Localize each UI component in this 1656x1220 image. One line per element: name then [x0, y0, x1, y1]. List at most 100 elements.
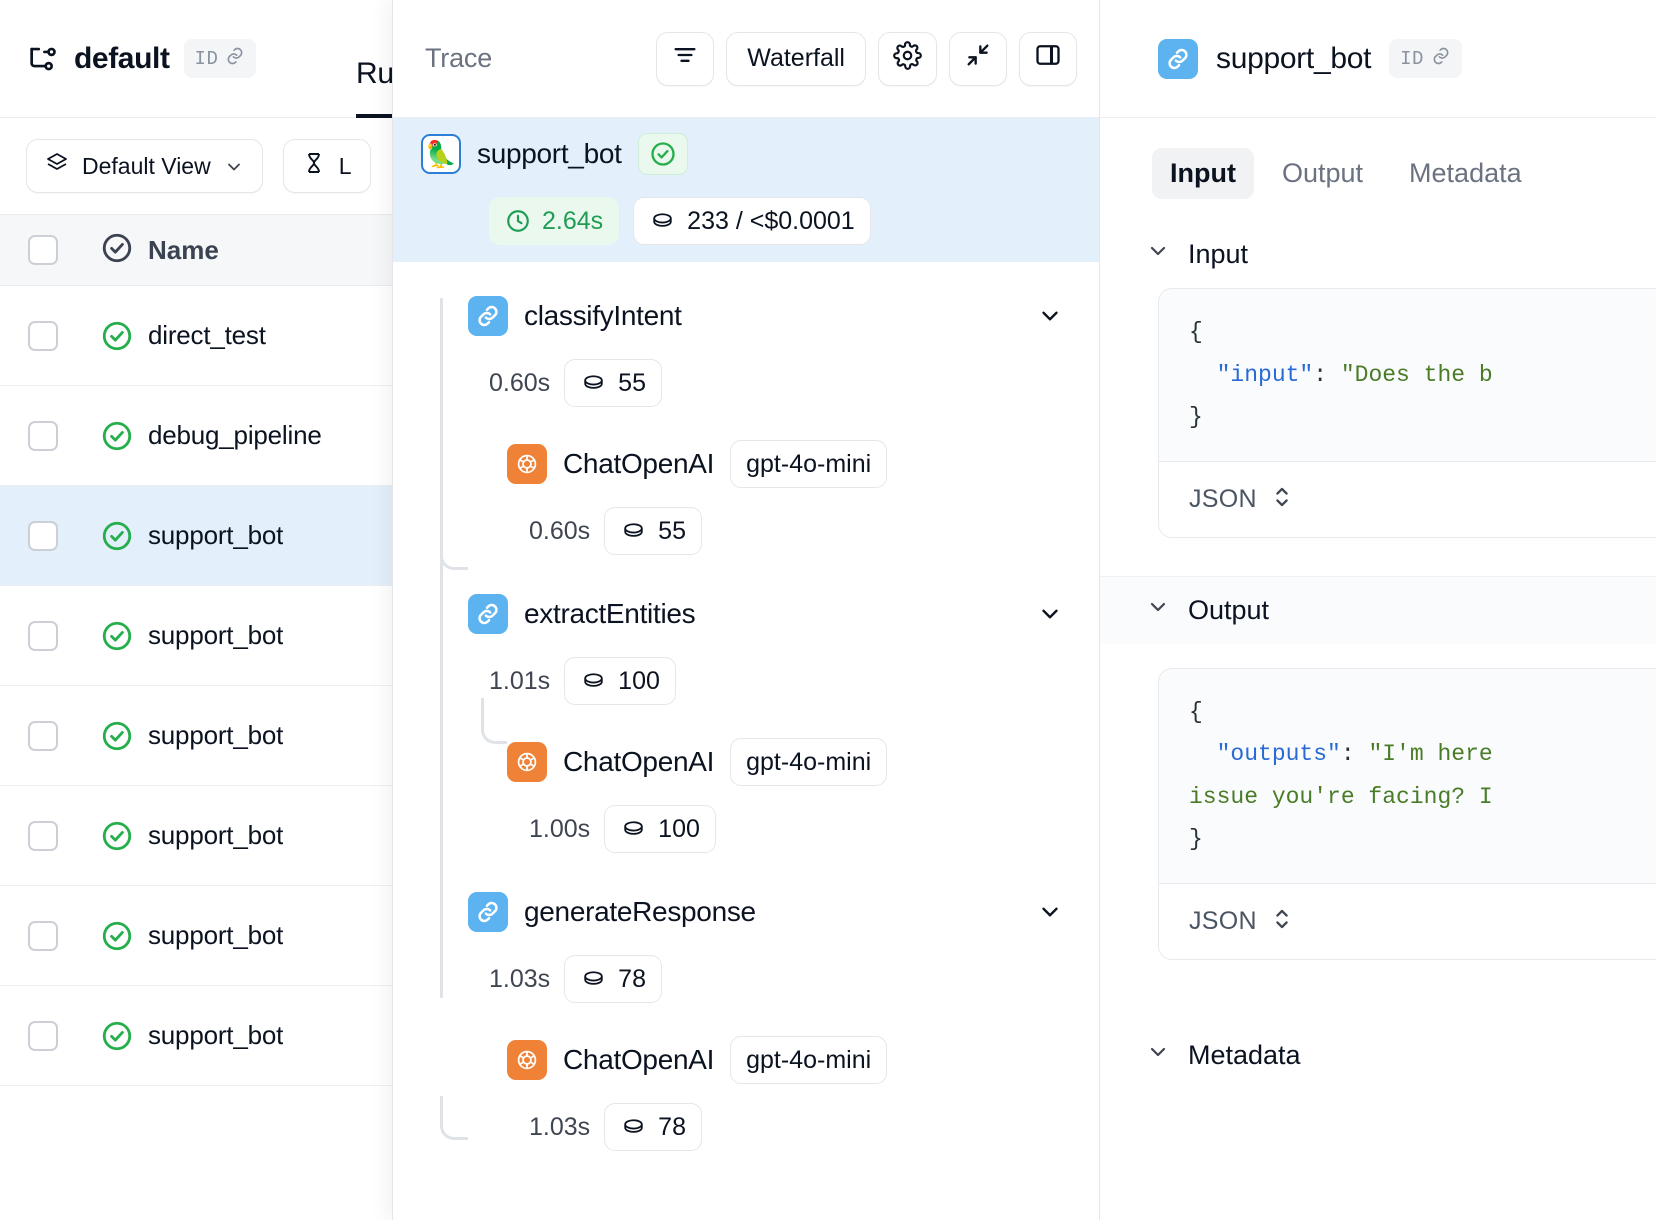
row-select-cell[interactable] — [0, 920, 86, 951]
metadata-section-label: Metadata — [1188, 1039, 1301, 1070]
select-all-checkbox[interactable] — [28, 235, 58, 265]
chevron-down-icon[interactable] — [1037, 303, 1063, 329]
table-row[interactable]: support_bot — [0, 986, 392, 1086]
table-row[interactable]: debug_pipeline — [0, 386, 392, 486]
child-token-badge: 78 — [604, 1103, 702, 1151]
table-row[interactable]: support_bot — [0, 686, 392, 786]
trace-panel: Trace Waterfall — [392, 0, 1100, 1220]
token-coin-icon — [653, 213, 672, 227]
row-select-cell[interactable] — [0, 420, 86, 451]
settings-button[interactable] — [878, 31, 937, 86]
row-select-cell[interactable] — [0, 1020, 86, 1051]
row-select-cell[interactable] — [0, 320, 86, 351]
span-row[interactable]: extractEntities — [393, 578, 1099, 650]
output-section-header[interactable]: Output — [1100, 575, 1656, 644]
row-name: support_bot — [148, 920, 284, 950]
input-format-selector[interactable]: JSON — [1159, 460, 1656, 537]
child-span-row[interactable]: ChatOpenAI gpt-4o-mini — [393, 428, 1099, 500]
metadata-section-header[interactable]: Metadata — [1100, 1022, 1656, 1089]
child-span-duration: 1.00s — [529, 814, 591, 843]
row-select-cell[interactable] — [0, 820, 86, 851]
json-key: "input" — [1216, 361, 1314, 388]
output-format-selector[interactable]: JSON — [1159, 882, 1656, 959]
child-span-row[interactable]: ChatOpenAI gpt-4o-mini — [393, 1024, 1099, 1096]
row-checkbox[interactable] — [28, 520, 58, 551]
project-id-badge[interactable]: ID — [183, 39, 257, 78]
span-duration: 1.01s — [489, 666, 551, 695]
runs-table-header: Name — [0, 214, 392, 286]
success-check-icon — [102, 821, 132, 850]
chevron-down-icon[interactable] — [1037, 899, 1063, 925]
column-header-name[interactable]: Name — [148, 234, 219, 265]
span-row[interactable]: generateResponse — [393, 876, 1099, 948]
view-selector[interactable]: Default View — [26, 139, 263, 193]
filter-button[interactable] — [656, 31, 715, 86]
child-span-name: ChatOpenAI — [563, 1044, 715, 1075]
child-token-badge: 100 — [604, 805, 716, 853]
detail-span-name: support_bot — [1216, 41, 1372, 75]
input-section-header[interactable]: Input — [1100, 221, 1656, 288]
collapse-all-button[interactable] — [949, 31, 1007, 86]
child-span-row[interactable]: ChatOpenAI gpt-4o-mini — [393, 726, 1099, 798]
json-brace-close: } — [1189, 404, 1203, 431]
table-row[interactable]: direct_test — [0, 286, 392, 386]
table-row[interactable]: support_bot — [0, 586, 392, 686]
row-checkbox[interactable] — [28, 1020, 58, 1051]
json-value: "Does the b — [1340, 361, 1493, 388]
child-span-meta: 1.00s 100 — [393, 798, 1099, 860]
table-row[interactable]: support_bot — [0, 786, 392, 886]
root-span-row[interactable]: 🦜 support_bot — [393, 118, 1099, 190]
span-node-classify-intent[interactable]: classifyIntent 0.60s 55 — [393, 280, 1099, 744]
tab-runs[interactable]: Ru — [356, 57, 392, 90]
detail-tabs: Input Output Metadata — [1100, 118, 1656, 221]
row-select-cell[interactable] — [0, 520, 86, 551]
row-select-cell[interactable] — [0, 620, 86, 651]
latency-filter[interactable]: L — [282, 139, 371, 193]
output-section-label: Output — [1188, 594, 1270, 625]
chevron-down-icon[interactable] — [1037, 601, 1063, 627]
span-token-badge: 78 — [564, 955, 662, 1003]
toggle-sidebar-button[interactable] — [1019, 31, 1077, 86]
span-meta: 1.01s 100 — [393, 650, 1099, 712]
token-coin-icon — [624, 1119, 643, 1133]
json-value-line2: issue you're facing? I — [1189, 783, 1493, 810]
row-checkbox[interactable] — [28, 820, 58, 851]
root-span-meta: 2.64s 233 / <$0.0001 — [393, 190, 1099, 252]
select-all-cell[interactable] — [0, 235, 86, 265]
layers-icon — [45, 151, 69, 181]
table-row[interactable]: support_bot — [0, 886, 392, 986]
tab-input[interactable]: Input — [1152, 148, 1254, 199]
table-row[interactable]: support_bot — [0, 486, 392, 586]
row-checkbox[interactable] — [28, 320, 58, 351]
tab-output[interactable]: Output — [1281, 158, 1364, 188]
token-coin-icon — [584, 673, 603, 687]
row-checkbox[interactable] — [28, 920, 58, 951]
row-checkbox[interactable] — [28, 620, 58, 651]
project-id-label: ID — [194, 47, 219, 70]
json-key: "outputs" — [1216, 741, 1341, 768]
child-span-tokens: 78 — [658, 1112, 686, 1141]
span-meta: 0.60s 55 — [393, 352, 1099, 414]
row-name: support_bot — [148, 520, 284, 550]
row-checkbox[interactable] — [28, 720, 58, 751]
runs-table-body: direct_test debug_pipeline support_bot — [0, 286, 392, 1086]
parrot-emoji-icon: 🦜 — [421, 134, 461, 174]
waterfall-button[interactable]: Waterfall — [726, 31, 866, 86]
root-span-name: support_bot — [477, 138, 622, 169]
child-token-badge: 55 — [604, 507, 702, 555]
span-node-generate-response[interactable]: generateResponse 1.03s 78 — [393, 876, 1099, 1158]
row-checkbox[interactable] — [28, 420, 58, 451]
json-sep: : — [1340, 741, 1369, 768]
span-node-extract-entities[interactable]: extractEntities 1.01s 100 — [393, 578, 1099, 1140]
link-icon — [225, 46, 245, 71]
row-select-cell[interactable] — [0, 720, 86, 751]
chevron-updown-icon — [1271, 904, 1293, 939]
row-name: support_bot — [148, 720, 284, 750]
span-duration: 1.03s — [489, 964, 551, 993]
tab-metadata[interactable]: Metadata — [1409, 158, 1522, 188]
span-id-badge[interactable]: ID — [1389, 39, 1462, 78]
json-sep: : — [1313, 361, 1341, 388]
span-node-root[interactable]: 🦜 support_bot 2.64s 233 / — [393, 118, 1099, 262]
span-row[interactable]: classifyIntent — [393, 280, 1099, 352]
